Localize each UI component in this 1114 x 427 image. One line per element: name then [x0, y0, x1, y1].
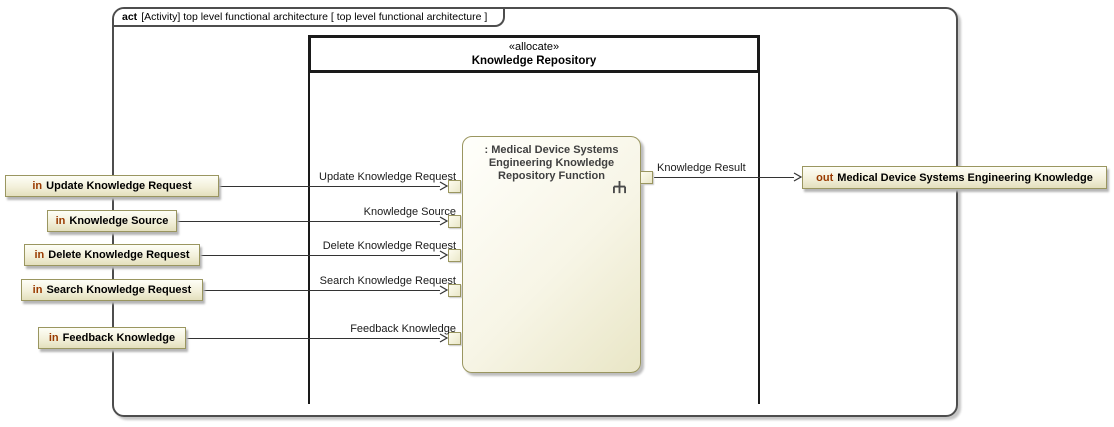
object-flow-result[interactable] [654, 177, 794, 178]
parameter-direction: out [816, 171, 834, 184]
flow-label: Search Knowledge Request [319, 275, 456, 287]
parameter-name: Search Knowledge Request [46, 284, 192, 296]
action-name: : Medical Device Systems Engineering Kno… [484, 144, 619, 182]
object-flow-source[interactable] [177, 221, 440, 222]
parameter-name: Feedback Knowledge [62, 332, 176, 344]
parameter-direction: in [55, 215, 66, 227]
flow-label: Update Knowledge Request [319, 171, 456, 183]
flow-label: Knowledge Source [363, 206, 456, 218]
parameter-name: Medical Device Systems Engineering Knowl… [837, 171, 1093, 184]
open-arrowhead-icon [439, 216, 448, 226]
diagram-tab-title: [Activity] top level functional architec… [141, 11, 488, 23]
open-arrowhead-icon [439, 181, 448, 191]
flow-label: Feedback Knowledge [350, 323, 456, 335]
parameter-direction: in [48, 332, 59, 344]
parameter-name: Delete Knowledge Request [48, 249, 190, 261]
open-arrowhead-icon [439, 333, 448, 343]
parameter-name: Knowledge Source [69, 215, 169, 227]
parameter-name: Update Knowledge Request [46, 180, 192, 192]
partition-stereotype: «allocate» [508, 40, 560, 53]
partition-lane [308, 73, 760, 404]
input-pin-feedback[interactable] [448, 332, 461, 345]
object-flow-search[interactable] [203, 290, 440, 291]
parameter-direction: in [32, 284, 43, 296]
action-node[interactable]: : Medical Device Systems Engineering Kno… [462, 136, 641, 373]
flow-label: Delete Knowledge Request [322, 240, 456, 252]
output-pin-result[interactable] [640, 171, 653, 184]
flow-label: Knowledge Result [657, 162, 746, 174]
partition-header[interactable]: «allocate» Knowledge Repository [308, 35, 760, 73]
object-flow-feedback[interactable] [186, 338, 440, 339]
input-pin-delete[interactable] [448, 249, 461, 262]
open-arrowhead-icon [439, 250, 448, 260]
partition-name: Knowledge Repository [471, 54, 597, 67]
parameter-direction: in [34, 249, 45, 261]
parameter-direction: in [32, 180, 43, 192]
object-flow-update[interactable] [219, 186, 440, 187]
rake-icon [613, 181, 626, 194]
object-flow-delete[interactable] [200, 255, 440, 256]
open-arrowhead-icon [793, 172, 802, 182]
input-pin-search[interactable] [448, 284, 461, 297]
diagram-kind-keyword: act [122, 11, 138, 23]
open-arrowhead-icon [439, 285, 448, 295]
diagram-tab[interactable]: act[Activity] top level functional archi… [114, 9, 506, 27]
input-pin-update[interactable] [448, 180, 461, 193]
input-pin-source[interactable] [448, 215, 461, 228]
